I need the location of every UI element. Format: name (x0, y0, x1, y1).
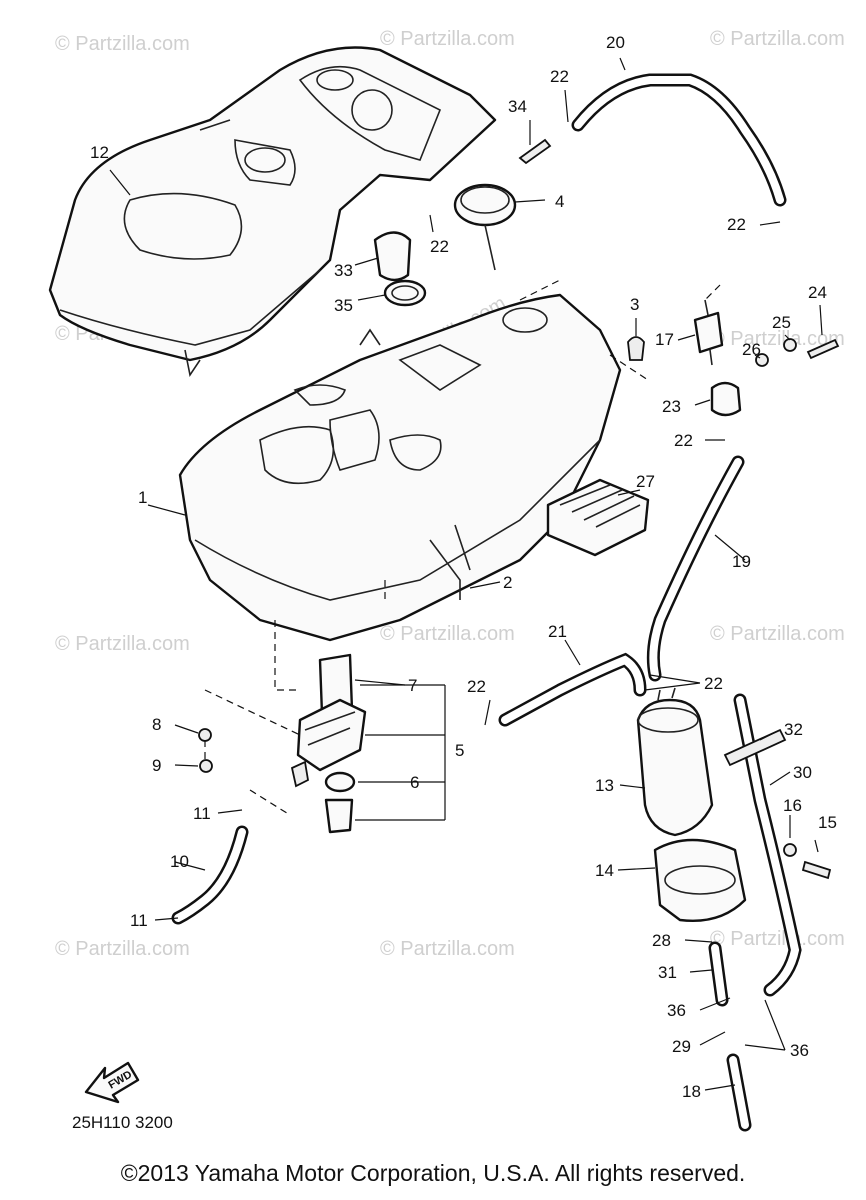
callout-label: 25 (772, 313, 791, 332)
callout-label: 36 (667, 1001, 686, 1020)
fuel-pump-drawing (636, 687, 832, 922)
callout-labels: 1 2 3 4 5 6 7 8 9 10 11 11 12 13 14 15 1… (90, 33, 837, 1101)
watermark: © Partzilla.com (55, 633, 190, 655)
callout-label: 26 (742, 340, 761, 359)
callout-label: 31 (658, 963, 677, 982)
callout-label: 22 (430, 237, 449, 256)
callout-label: 27 (636, 472, 655, 491)
watermark: © Partzilla.com (380, 623, 515, 645)
watermark: © Partzilla.com (710, 328, 845, 350)
callout-label: 6 (410, 773, 419, 792)
callout-label: 12 (90, 143, 109, 162)
callout-label: 18 (682, 1082, 701, 1101)
callout-label: 14 (595, 861, 614, 880)
callout-label: 2 (503, 573, 512, 592)
callout-label: 10 (170, 852, 189, 871)
pad-drawing (546, 478, 650, 557)
callout-label: 28 (652, 931, 671, 950)
cap-and-fittings-drawing (373, 138, 645, 361)
leader-lines (109, 57, 823, 1091)
watermark: © Partzilla.com (710, 623, 845, 645)
callout-label: 22 (674, 431, 693, 450)
watermark: © Partzilla.com (55, 938, 190, 960)
tank-cover-drawing (48, 46, 497, 378)
callout-label: 34 (508, 97, 527, 116)
callout-label: 22 (467, 677, 486, 696)
callout-label: 15 (818, 813, 837, 832)
callout-label: 11 (193, 804, 211, 823)
watermark: © Partzilla.com (710, 928, 845, 950)
fwd-arrow: FWD (84, 1061, 140, 1104)
callout-label: 36 (790, 1041, 809, 1060)
callout-label: 9 (152, 756, 161, 775)
callout-label: 24 (808, 283, 827, 302)
callout-label: 23 (662, 397, 681, 416)
callout-label: 22 (727, 215, 746, 234)
callout-label: 1 (138, 488, 147, 507)
callout-label: 30 (793, 763, 812, 782)
fuel-tank-drawing (178, 293, 622, 642)
callout-label: 17 (655, 330, 674, 349)
filter-and-bracket-drawing (693, 299, 840, 417)
callout-label: 22 (704, 674, 723, 693)
watermark: © Partzilla.com (55, 33, 190, 55)
fuel-cock-drawing (198, 653, 367, 834)
callout-label: 19 (732, 552, 751, 571)
callout-label: 33 (334, 261, 353, 280)
callout-label: 35 (334, 296, 353, 315)
watermark: © Partzilla.com (380, 938, 515, 960)
callout-label: 8 (152, 715, 161, 734)
watermark: © Partzilla.com (710, 28, 845, 50)
callout-label: 20 (606, 33, 625, 52)
callout-label: 32 (784, 720, 803, 739)
callout-label: 3 (630, 295, 639, 314)
copyright-notice: ©2013 Yamaha Motor Corporation, U.S.A. A… (120, 1160, 746, 1186)
callout-label: 4 (555, 192, 564, 211)
assembly-lines (204, 279, 721, 816)
callout-label: 13 (595, 776, 614, 795)
callout-label: 11 (130, 911, 148, 930)
hoses-drawing (171, 73, 802, 1132)
callout-label: 7 (408, 676, 417, 695)
callout-label: 29 (672, 1037, 691, 1056)
watermark: © Partzilla.com (380, 28, 515, 50)
callout-label: 21 (548, 622, 567, 641)
callout-label: 22 (550, 67, 569, 86)
figure-code: 25H110 3200 (72, 1113, 173, 1132)
callout-label: 16 (783, 796, 802, 815)
callout-label: 5 (455, 741, 464, 760)
